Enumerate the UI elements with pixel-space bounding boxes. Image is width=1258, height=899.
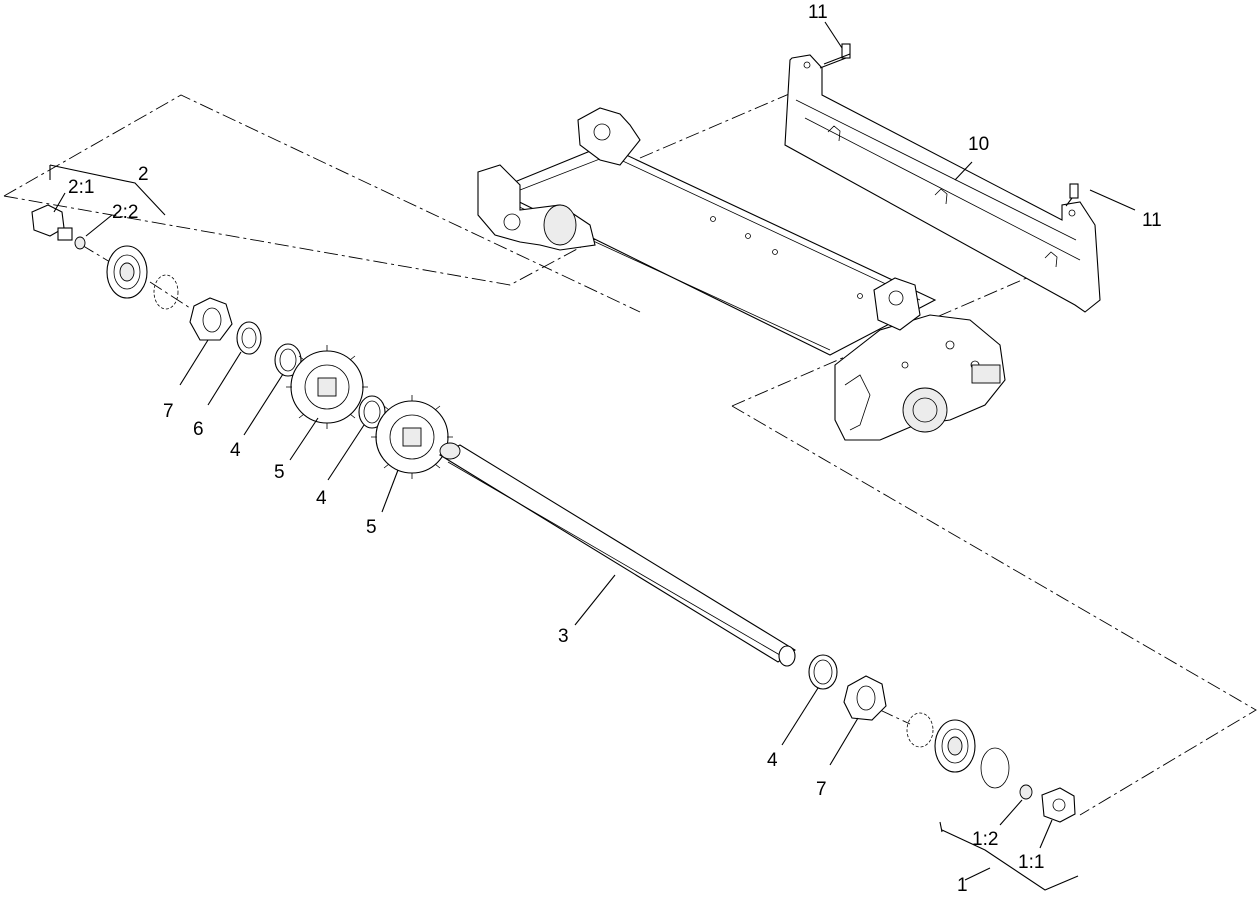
callout-1-2: 1:2 — [972, 829, 998, 850]
callout-11-a: 11 — [808, 2, 828, 23]
callout-7-b: 7 — [816, 779, 827, 800]
callout-7-a: 7 — [163, 401, 174, 422]
callout-11-b: 11 — [1142, 210, 1162, 231]
callout-6: 6 — [193, 419, 204, 440]
grease-fitting-right — [1019, 784, 1033, 800]
snap-ring-right — [906, 712, 934, 748]
callout-4-b: 4 — [316, 488, 327, 509]
hub-nut-right — [1041, 787, 1076, 823]
callout-4-c: 4 — [767, 750, 778, 771]
callout-1: 1 — [957, 875, 968, 896]
callout-labels: 1 1:1 1:2 2 2:1 2:2 3 4 4 4 5 5 6 7 7 10… — [68, 2, 1162, 896]
bearing-left — [106, 245, 148, 299]
bolt-right — [1065, 183, 1079, 207]
callout-5-b: 5 — [366, 517, 377, 538]
callout-1-1: 1:1 — [1018, 852, 1044, 873]
snap-ring-left — [153, 274, 179, 310]
callout-10: 10 — [968, 134, 989, 155]
washer — [236, 321, 262, 355]
grease-fitting-left — [74, 236, 86, 250]
callout-2: 2 — [138, 164, 149, 185]
jam-nut-right — [843, 675, 887, 721]
leader-lines — [49, 21, 1136, 891]
sprocket-1 — [286, 345, 368, 429]
retaining-ring-right — [980, 747, 1010, 789]
spacer-2 — [358, 395, 386, 429]
guard-plate — [784, 54, 1101, 313]
callout-5-a: 5 — [274, 462, 285, 483]
frame-weldment — [477, 107, 1006, 441]
callout-2-2: 2:2 — [112, 202, 138, 223]
callout-3: 3 — [558, 626, 569, 647]
spacer-1 — [274, 343, 302, 377]
callout-4-a: 4 — [230, 440, 241, 461]
jam-nut-left — [189, 297, 233, 341]
bearing-right — [934, 719, 976, 773]
sprocket-2 — [371, 395, 453, 479]
bolt-top — [819, 43, 851, 69]
callout-2-1: 2:1 — [68, 177, 94, 198]
hub-nut-left — [31, 204, 73, 241]
spacer-3 — [808, 654, 838, 690]
shaft — [438, 442, 797, 667]
